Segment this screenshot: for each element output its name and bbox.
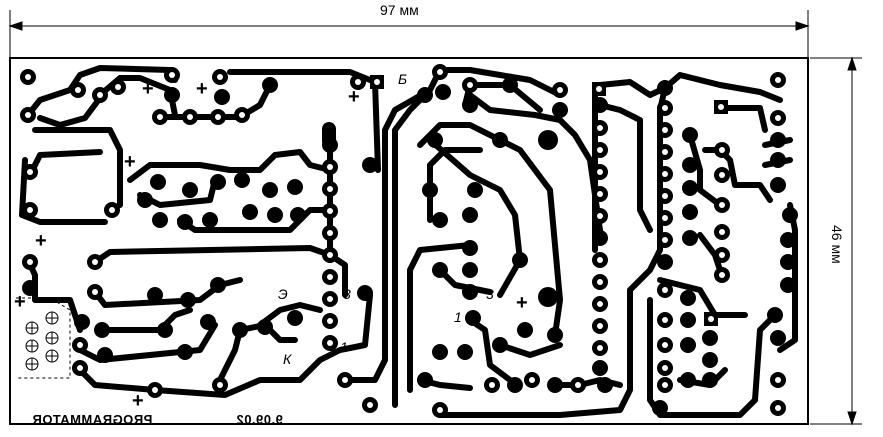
plus-marker: + — [14, 291, 26, 313]
label-b: Б — [398, 71, 408, 87]
label-one: 1 — [340, 339, 348, 355]
pads — [20, 64, 798, 418]
plus-marker: + — [196, 78, 208, 100]
label-one: 1 — [454, 309, 462, 325]
label-three: 3 — [486, 286, 494, 302]
width-dimension-label: 97 мм — [380, 2, 419, 18]
board-date-text: 9.09.02 — [236, 412, 283, 427]
plus-marker: + — [516, 292, 528, 314]
label-k: К — [283, 351, 292, 367]
pads-center — [417, 64, 613, 418]
pads-right — [652, 72, 798, 416]
plus-marker: + — [124, 151, 136, 173]
pads-left-bottom — [22, 254, 378, 413]
board-name: PROGRAMMATOR — [32, 412, 152, 427]
pad-holes — [25, 69, 781, 413]
board-date: 9.09.02 — [236, 412, 283, 427]
dimension-height — [810, 56, 862, 426]
height-dimension-label: 46 мм — [829, 225, 845, 264]
pads-ic-socket — [592, 80, 673, 393]
plus-marker: + — [348, 86, 360, 108]
crossed-circle-icons — [25, 311, 59, 371]
pads-left-top — [20, 67, 378, 230]
plus-marker: + — [35, 230, 47, 252]
plus-marker: + — [142, 78, 154, 100]
label-e: Э — [278, 286, 288, 302]
label-three: 3 — [343, 286, 351, 302]
dimension-width — [8, 10, 810, 58]
plus-marker: + — [132, 390, 144, 412]
board-name-text: PROGRAMMATOR — [32, 412, 153, 427]
